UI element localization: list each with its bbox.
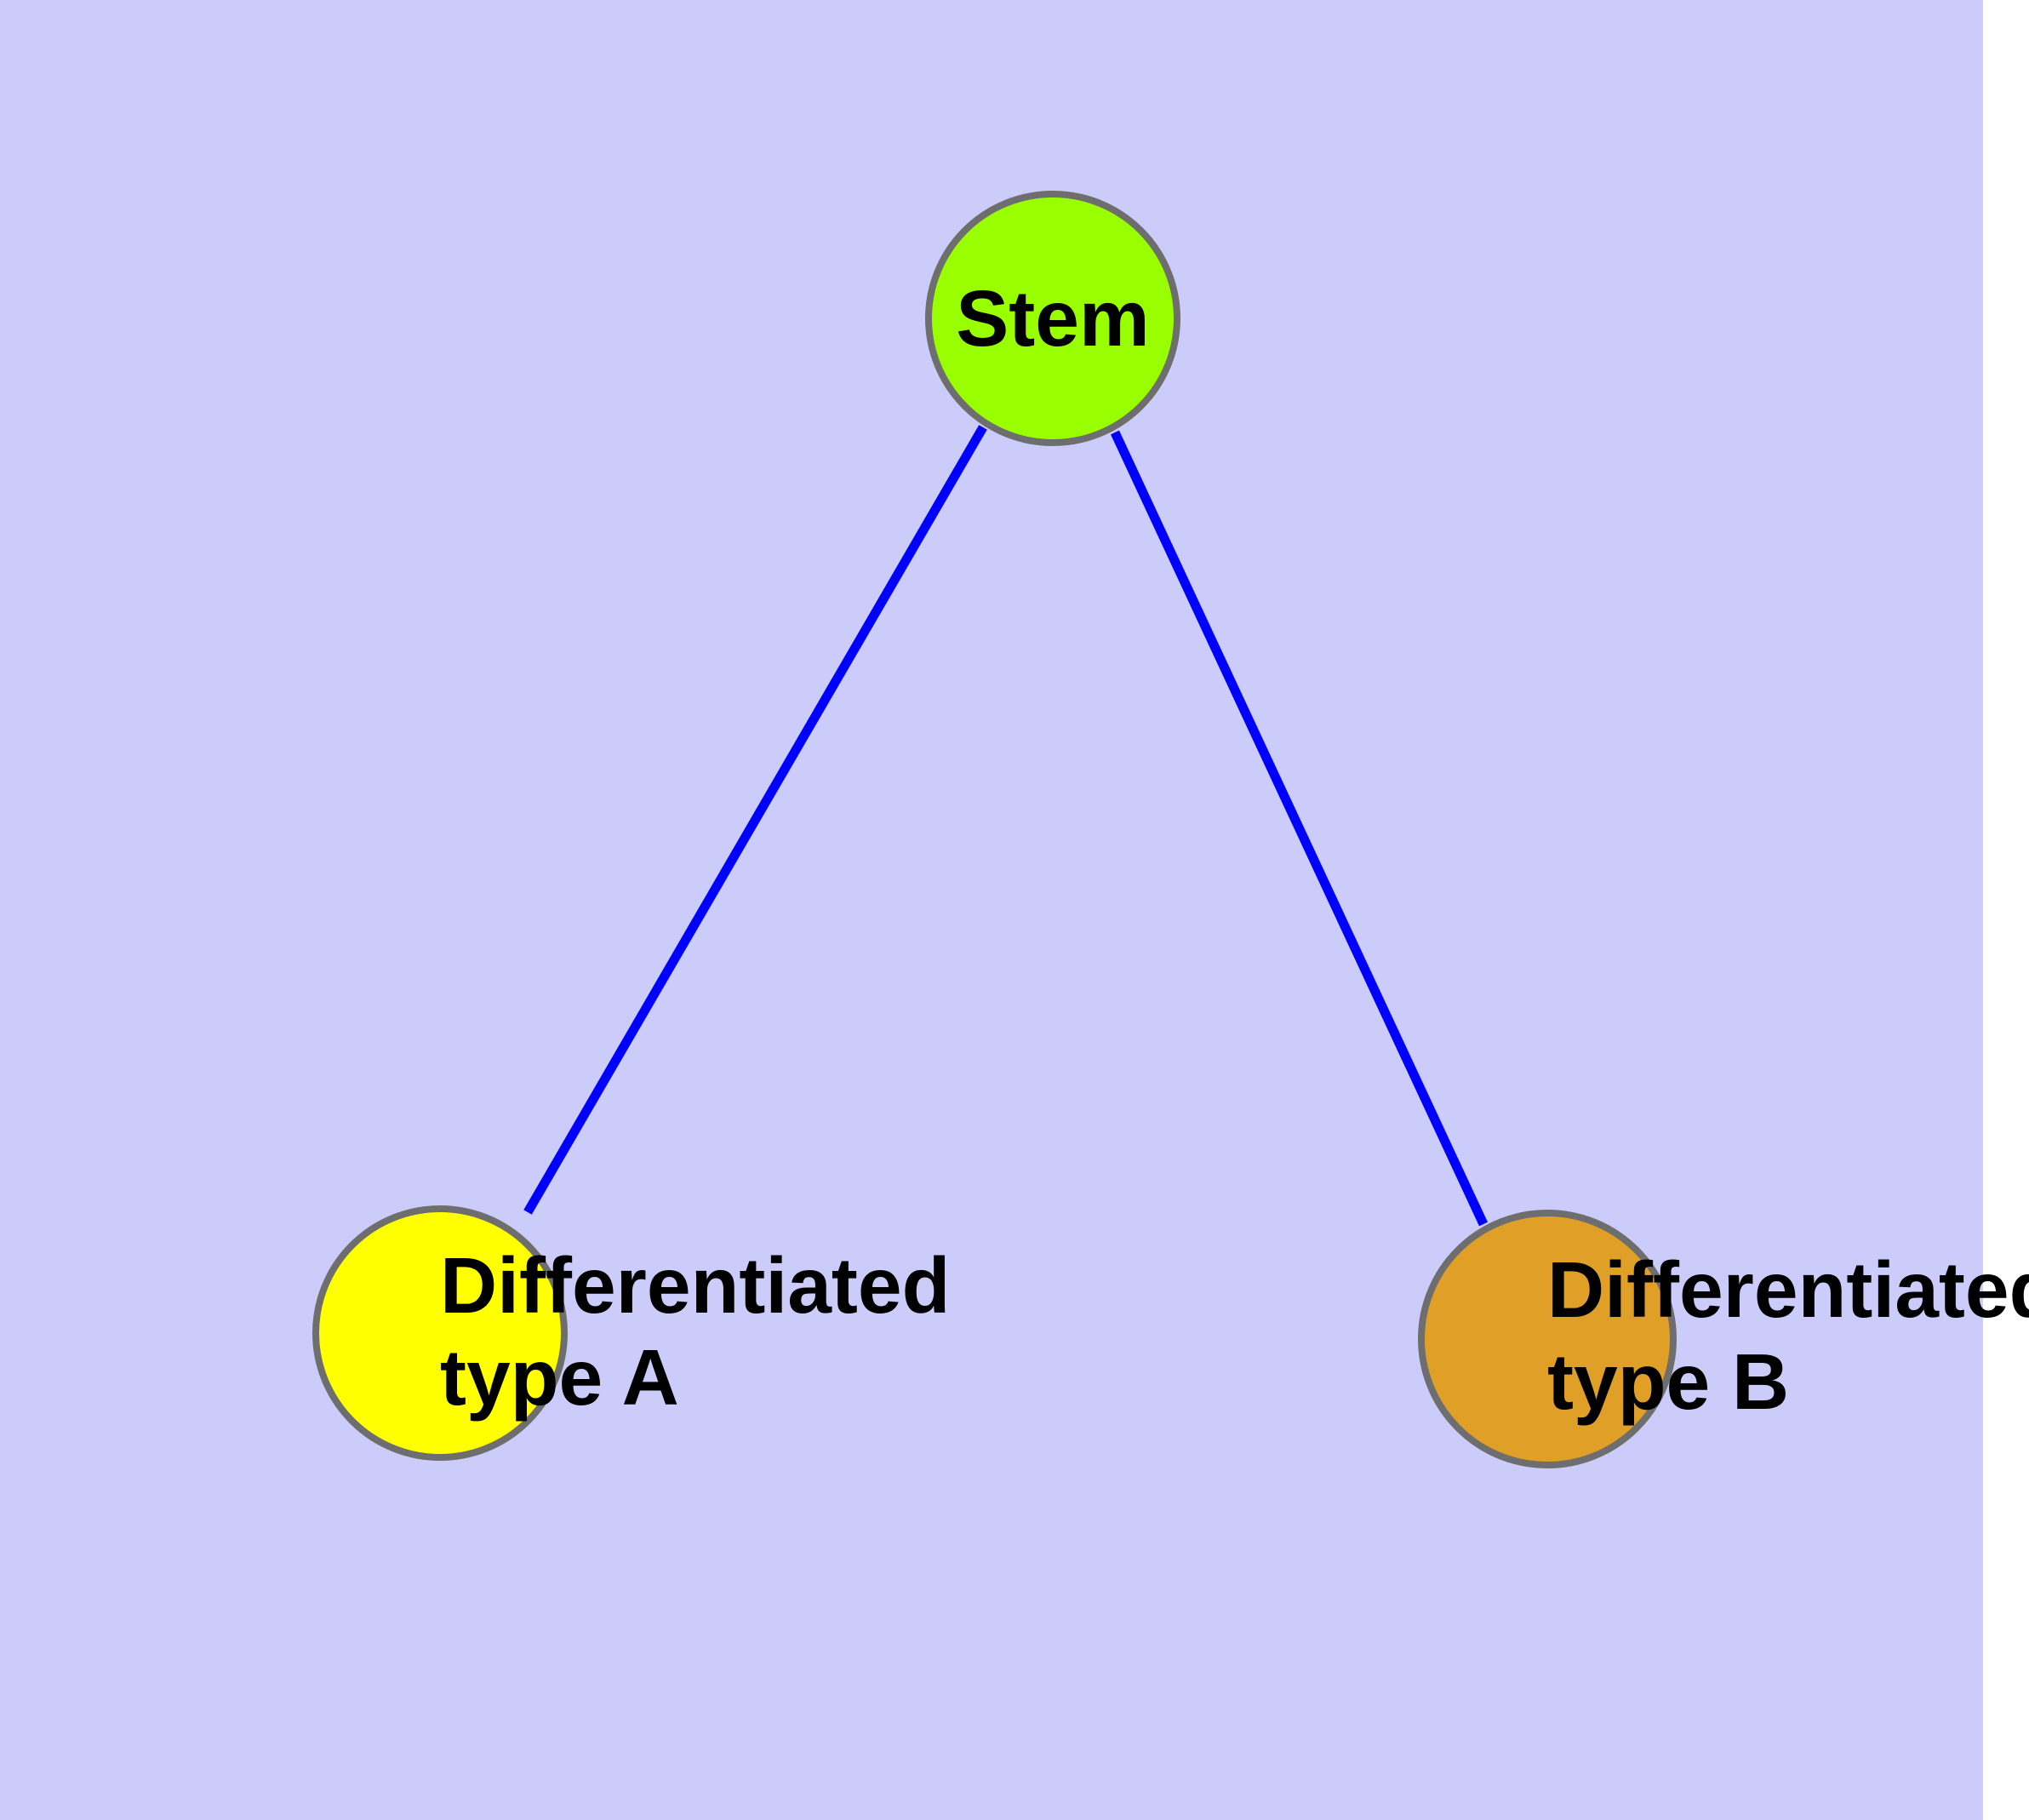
node-label-stem-line-1: Stem	[956, 274, 1150, 363]
node-differentiated-type-b[interactable]	[1418, 1210, 1677, 1468]
node-differentiated-type-a[interactable]	[312, 1205, 568, 1461]
edge-stem-to-differentiated-type-b	[1111, 430, 1488, 1227]
node-label-stem: Stem	[925, 272, 1180, 364]
edge-stem-to-differentiated-type-a	[523, 425, 987, 1215]
node-stem[interactable]	[925, 191, 1180, 446]
